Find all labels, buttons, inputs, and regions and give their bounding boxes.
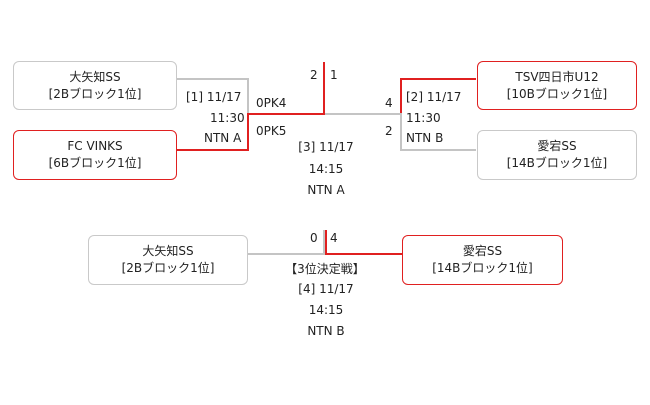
team-name: 大矢知SS xyxy=(142,244,194,258)
third-place-label: 【3位決定戦】 xyxy=(285,262,365,276)
team-block: [14Bブロック1位] xyxy=(506,156,608,170)
team-ooyachi-box: 大矢知SS [2Bブロック1位] xyxy=(13,61,177,110)
m2-winner-line xyxy=(325,113,402,115)
team-block: [2Bブロック1位] xyxy=(121,261,215,275)
m1-top-vertical xyxy=(247,78,249,114)
m1-winner-line xyxy=(247,113,325,115)
m2-bottom-line xyxy=(400,149,476,151)
m1-score-bottom: 0PK5 xyxy=(256,124,287,138)
team-name: 愛宕SS xyxy=(537,139,577,153)
team-name: FC VINKS xyxy=(67,139,123,153)
final-score-right: 1 xyxy=(330,68,338,82)
final-stem xyxy=(323,62,325,115)
m2-time: 11:30 xyxy=(406,111,441,125)
m1-venue: NTN A xyxy=(204,131,242,145)
third-left-line xyxy=(248,253,325,255)
third-atago-box: 愛宕SS [14Bブロック1位] xyxy=(402,235,563,285)
team-block: [2Bブロック1位] xyxy=(48,86,142,101)
m1-id: [1] 11/17 xyxy=(186,90,242,104)
third-venue: NTN B xyxy=(307,324,345,338)
m2-id: [2] 11/17 xyxy=(406,90,462,104)
team-block: [10Bブロック1位] xyxy=(506,86,608,101)
final-time: 14:15 xyxy=(308,162,344,176)
third-time: 14:15 xyxy=(308,303,344,317)
team-name: 大矢知SS xyxy=(69,69,121,84)
m1-bottom-line xyxy=(176,149,249,151)
team-fcvinks-box: FC VINKS [6Bブロック1位] xyxy=(13,130,177,180)
m2-bottom-vertical xyxy=(400,113,402,151)
final-venue: NTN A xyxy=(307,183,345,197)
team-block: [6Bブロック1位] xyxy=(48,156,142,170)
m2-venue: NTN B xyxy=(406,131,444,145)
final-id: [3] 11/17 xyxy=(298,140,354,154)
m2-top-vertical xyxy=(400,78,402,115)
team-name: TSV四日市U12 xyxy=(515,69,599,84)
team-name: 愛宕SS xyxy=(462,244,503,258)
m2-top-line xyxy=(400,78,476,80)
third-score-right: 4 xyxy=(330,231,338,245)
third-score-left: 0 xyxy=(310,231,318,245)
third-right-vertical xyxy=(325,230,327,255)
m2-score-bottom: 2 xyxy=(385,124,393,138)
team-tsv-box: TSV四日市U12 [10Bブロック1位] xyxy=(477,61,637,110)
third-ooyachi-box: 大矢知SS [2Bブロック1位] xyxy=(88,235,248,285)
m1-top-line xyxy=(176,78,249,80)
third-left-vertical xyxy=(323,230,325,255)
third-id: [4] 11/17 xyxy=(298,282,354,296)
final-score-left: 2 xyxy=(310,68,318,82)
third-right-line xyxy=(325,253,402,255)
team-block: [14Bブロック1位] xyxy=(432,261,533,275)
m1-bottom-vertical xyxy=(247,113,249,151)
m2-score-top: 4 xyxy=(385,96,393,110)
m1-time: 11:30 xyxy=(210,111,245,125)
team-atago-box: 愛宕SS [14Bブロック1位] xyxy=(477,130,637,180)
m1-score-top: 0PK4 xyxy=(256,96,287,110)
